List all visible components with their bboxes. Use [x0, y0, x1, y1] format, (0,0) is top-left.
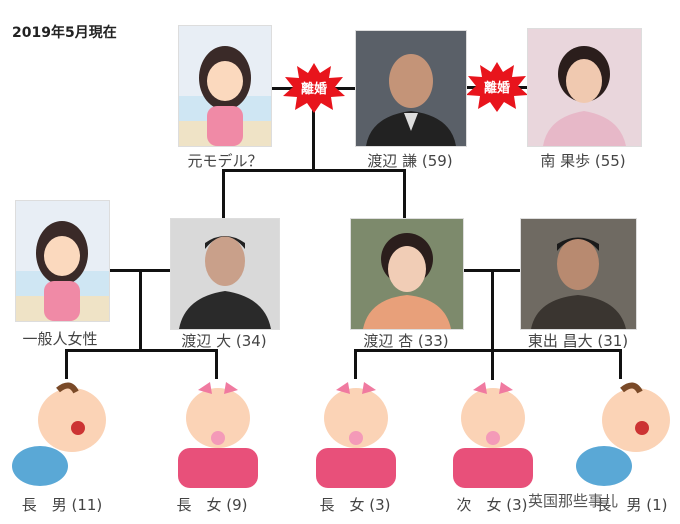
kaho-minami-label: 南 果歩 (55): [540, 152, 626, 170]
child-second-daughter-3: [443, 378, 543, 494]
baby-boy-icon: [576, 382, 670, 486]
masahiro-higashide-label: 東出 昌大 (31): [527, 332, 629, 350]
woman-photo-icon: [363, 233, 451, 329]
descent-line: [312, 88, 315, 171]
sibling-line: [65, 349, 218, 352]
diagram-date: 2019年5月現在: [12, 25, 117, 41]
child-label: 次 女 (3): [456, 496, 528, 514]
descent-line: [139, 270, 142, 350]
man-photo-icon: [179, 236, 271, 329]
baby-girl-icon: [453, 382, 533, 488]
descent-line: [403, 169, 406, 219]
child-label: 長 女 (9): [176, 496, 248, 514]
ordinary-woman-label: 一般人女性: [22, 330, 98, 348]
child-label: 長 男 (11): [21, 496, 103, 514]
divorce-badge: 離婚: [466, 62, 528, 112]
baby-boy-icon: [12, 382, 106, 486]
child-label: 長 男 (1): [596, 496, 668, 514]
burst-icon: [466, 62, 528, 112]
anne-watanabe-photo: [350, 218, 464, 330]
child-eldest-daughter-9: [168, 378, 268, 494]
divorce-badge: 離婚: [283, 63, 345, 113]
ordinary-woman-illustration: [15, 200, 110, 322]
sibling-line: [354, 349, 622, 352]
descent-line: [619, 349, 622, 379]
kaho-minami-photo: [527, 28, 642, 147]
man-photo-icon: [366, 54, 456, 146]
former-model-illustration: [178, 25, 272, 147]
sibling-line: [222, 169, 406, 172]
anne-watanabe-label: 渡辺 杏 (33): [363, 332, 449, 350]
descent-line: [215, 349, 218, 379]
burst-icon: [283, 63, 345, 113]
ken-watanabe-label: 渡辺 謙 (59): [367, 152, 453, 170]
child-eldest-son-11: [10, 378, 110, 492]
masahiro-higashide-photo: [520, 218, 637, 330]
ken-watanabe-photo: [355, 30, 467, 147]
child-eldest-son-1: [574, 378, 674, 492]
baby-girl-icon: [178, 382, 258, 488]
woman-illustration-icon: [179, 46, 271, 146]
descent-line: [222, 169, 225, 219]
woman-illustration-icon: [16, 221, 109, 321]
descent-line: [354, 349, 357, 379]
descent-line: [491, 270, 494, 380]
dai-watanabe-photo: [170, 218, 280, 330]
watermark: 英国那些事儿: [528, 492, 619, 510]
man-photo-icon: [531, 237, 626, 329]
child-label: 長 女 (3): [319, 496, 391, 514]
former-model-label: 元モデル？: [187, 152, 263, 170]
woman-photo-icon: [543, 46, 626, 146]
baby-girl-icon: [316, 382, 396, 488]
dai-watanabe-label: 渡辺 大 (34): [181, 332, 267, 350]
descent-line: [65, 349, 68, 379]
child-eldest-daughter-3: [306, 378, 406, 494]
